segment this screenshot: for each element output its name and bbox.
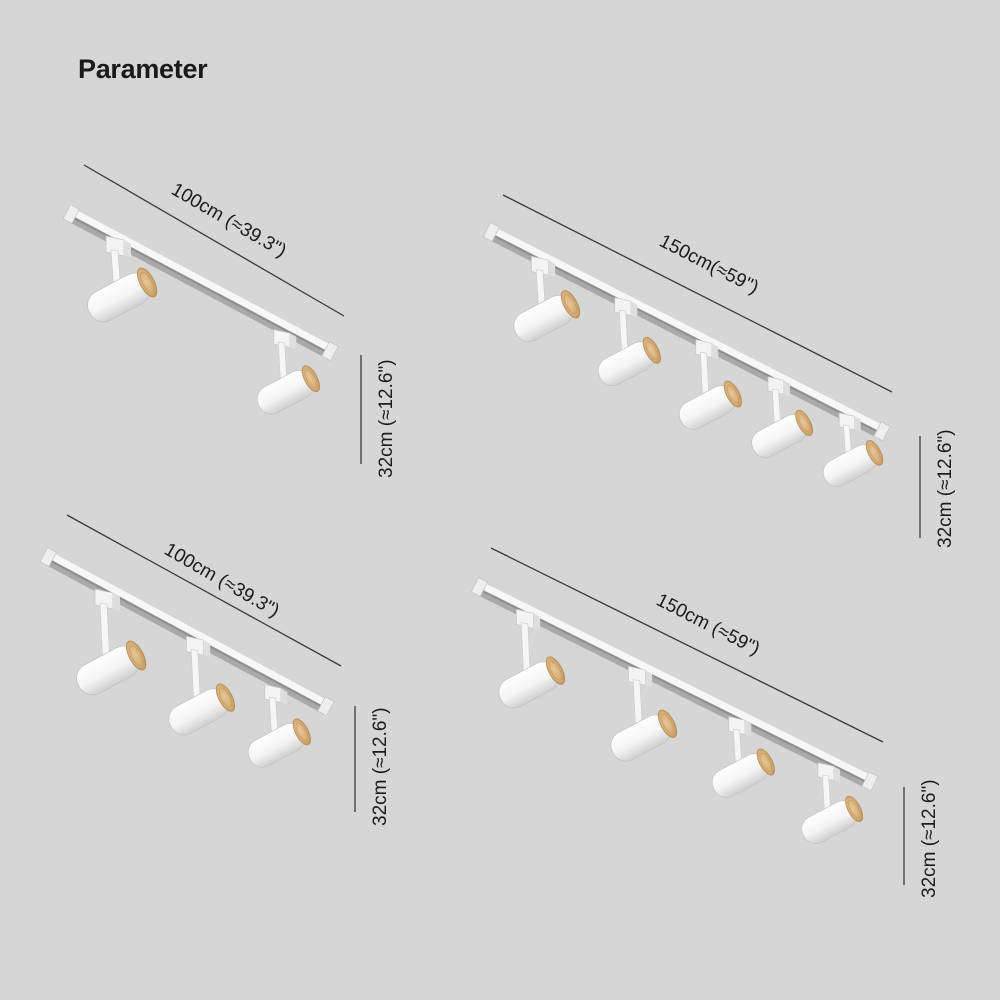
spotlight xyxy=(801,762,864,844)
spotlight xyxy=(751,376,814,458)
spotlight xyxy=(711,716,775,798)
wood-cap-icon xyxy=(215,683,236,712)
length-dimension-line xyxy=(66,514,342,667)
lamps xyxy=(76,588,311,768)
length-label: 100cm (≈39.3") xyxy=(161,539,283,622)
spotlight xyxy=(822,412,884,488)
lamps xyxy=(498,608,864,844)
spotlight xyxy=(256,329,320,415)
wood-cap-icon xyxy=(845,795,864,823)
length-dimension-line xyxy=(83,164,345,317)
wood-cap-icon xyxy=(723,380,742,408)
lamps xyxy=(513,255,884,488)
wood-cap-icon xyxy=(137,267,158,298)
track-rail xyxy=(62,204,339,362)
spotlight xyxy=(76,588,147,696)
spotlight xyxy=(678,339,742,430)
wood-cap-icon xyxy=(657,709,678,738)
wood-cap-icon xyxy=(795,409,814,437)
length-dimension-line xyxy=(490,547,884,743)
wood-cap-icon xyxy=(301,365,320,393)
wood-cap-icon xyxy=(292,718,311,746)
wood-cap-icon xyxy=(126,640,147,671)
track-rail xyxy=(470,577,879,792)
wood-cap-icon xyxy=(560,290,581,319)
spotlight xyxy=(513,255,581,343)
spotlight xyxy=(597,297,661,387)
length-dimension-line xyxy=(502,194,893,393)
wood-cap-icon xyxy=(642,336,661,364)
length-label: 150cm(≈59'') xyxy=(656,231,762,299)
spotlight xyxy=(87,235,158,323)
page-title: Parameter xyxy=(78,54,208,84)
height-label: 32cm (≈12.6") xyxy=(919,779,940,898)
height-label: 32cm (≈12.6") xyxy=(935,429,956,548)
spotlight xyxy=(610,665,678,762)
wood-cap-icon xyxy=(756,748,775,776)
wood-cap-icon xyxy=(545,656,566,685)
length-label: 150cm (≈59") xyxy=(653,590,763,660)
config-three-light-100: 100cm (≈39.3") 32cm (≈12.6") xyxy=(39,514,391,826)
config-two-light-100: 100cm (≈39.3") 32cm (≈12.6") xyxy=(62,164,397,478)
lamps xyxy=(87,235,320,415)
wood-cap-icon xyxy=(865,440,884,466)
height-label: 32cm (≈12.6") xyxy=(370,707,391,826)
height-label: 32cm (≈12.6") xyxy=(376,359,397,478)
config-four-light-150: 150cm (≈59") 32cm (≈12.6") xyxy=(470,547,940,898)
spotlight xyxy=(498,608,566,709)
spotlight xyxy=(247,684,311,768)
config-five-light-150: 150cm(≈59'') 32cm (≈12.6") xyxy=(482,194,956,548)
spotlight xyxy=(168,635,236,736)
